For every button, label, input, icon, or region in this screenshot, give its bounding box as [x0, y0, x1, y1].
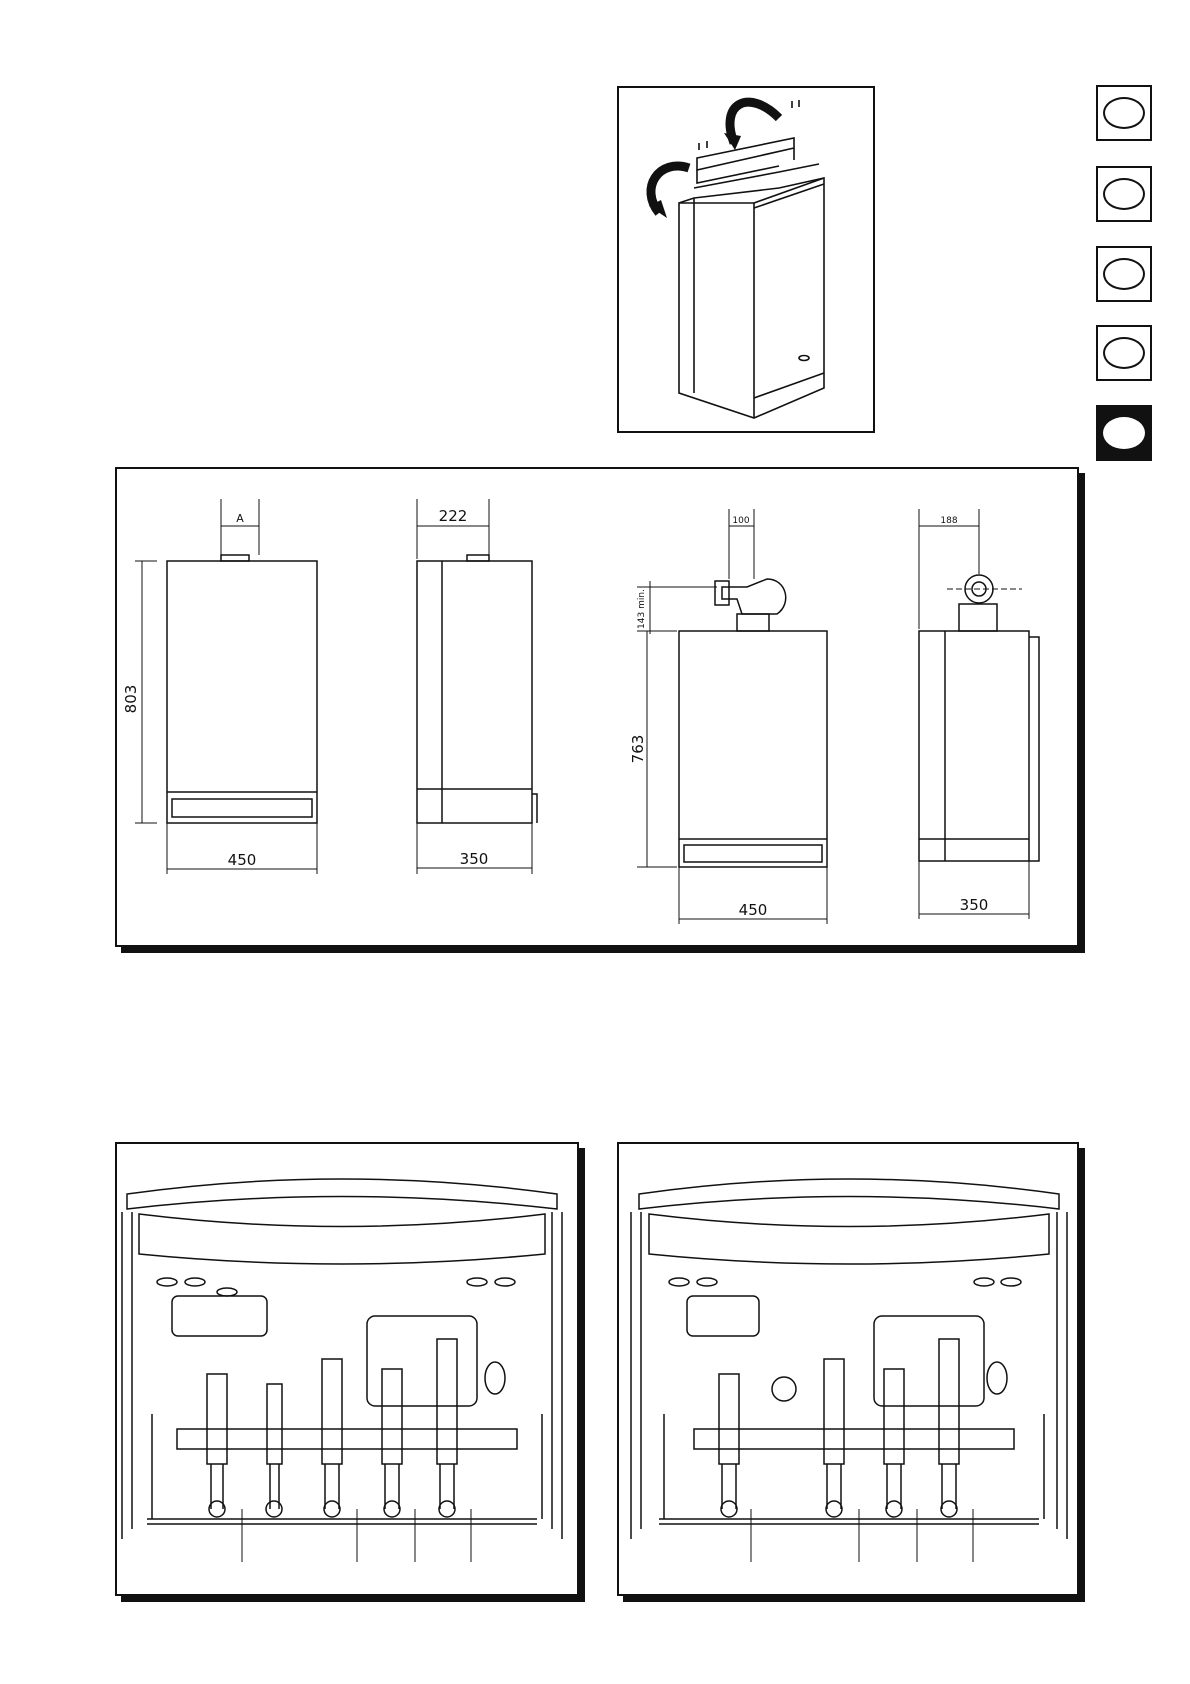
- language-tab-4[interactable]: [1096, 325, 1152, 381]
- dim-label-a: A: [236, 512, 244, 525]
- dim-label-188: 188: [940, 516, 957, 526]
- boiler-unpacking-figure: [617, 86, 875, 433]
- dim-label-763: 763: [629, 735, 647, 764]
- dim-label-350-a: 350: [460, 850, 489, 868]
- dim-label-450-b: 450: [739, 901, 768, 919]
- dim-label-350-b: 350: [960, 896, 989, 914]
- dim-label-450-a: 450: [228, 851, 257, 869]
- language-oval-icon: [1103, 178, 1145, 210]
- connections-figure-right: [617, 1142, 1079, 1596]
- dim-label-143-min: 143 min.: [637, 589, 647, 629]
- language-oval-icon: [1103, 417, 1145, 449]
- connections-figure-left: [115, 1142, 579, 1596]
- language-tab-2[interactable]: [1096, 166, 1152, 222]
- connections-drawing-right: [619, 1144, 1081, 1598]
- connections-drawing-left: [117, 1144, 581, 1598]
- language-oval-icon: [1103, 258, 1145, 290]
- language-tab-5[interactable]: [1096, 405, 1152, 461]
- dimensions-drawing: A 803 450 222 350 100 143 min. 763 450 1…: [117, 469, 1081, 949]
- dim-label-803: 803: [122, 685, 140, 714]
- language-oval-icon: [1103, 97, 1145, 129]
- dim-label-222: 222: [439, 507, 468, 525]
- dimensions-figure: A 803 450 222 350 100 143 min. 763 450 1…: [115, 467, 1079, 947]
- language-tab-1[interactable]: [1096, 85, 1152, 141]
- language-tab-3[interactable]: [1096, 246, 1152, 302]
- language-oval-icon: [1103, 337, 1145, 369]
- dim-label-100: 100: [732, 516, 749, 526]
- boiler-unpacking-drawing: [619, 88, 877, 435]
